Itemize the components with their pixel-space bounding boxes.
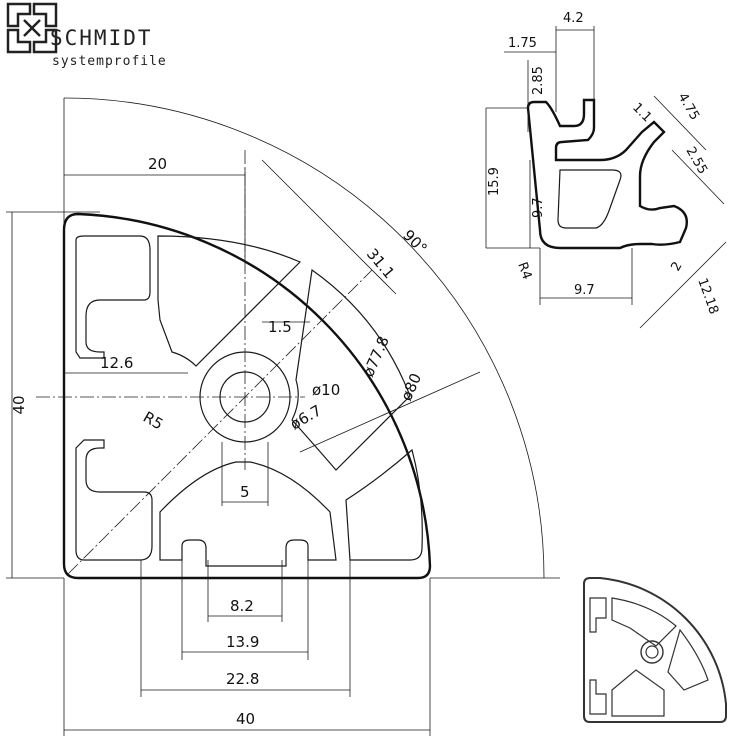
dim-13-9: 13.9 [226, 633, 259, 651]
profile-3d-preview [583, 577, 727, 723]
main-profile-view: 90° 20 40 31.1 1.5 12.6 [6, 97, 560, 736]
cavity-top-mid [157, 235, 302, 367]
slot-dim-15-9: 15.9 [487, 167, 502, 196]
slot-dim-line-12-18 [639, 241, 727, 329]
slot-dim-4-2: 4.2 [563, 11, 584, 26]
preview-cavity-top [611, 597, 677, 647]
preview-slot-left-top [589, 597, 607, 633]
logo-mark-icon [6, 2, 58, 54]
slot-dim-12-18: 12.18 [694, 276, 721, 316]
slot-ext-diag [671, 149, 725, 205]
cavity-top-left [75, 235, 151, 359]
preview-cavity-bottom [611, 669, 665, 717]
slot-dim-9-7-h: 9.7 [574, 283, 595, 298]
dim-40-vertical: 40 [10, 395, 28, 414]
dim-20: 20 [148, 155, 167, 173]
slot-dim-2: 2 [668, 259, 685, 274]
dim-line-31-1 [261, 159, 397, 295]
brand-tagline: systemprofile [52, 54, 167, 69]
slot-dim-1-75: 1.75 [508, 36, 537, 51]
slot-dim-4-75: 4.75 [675, 91, 702, 124]
dim-22-8: 22.8 [226, 670, 259, 688]
dim-8-2: 8.2 [230, 597, 254, 615]
angle-arc [63, 97, 545, 579]
slot-dim-2-85: 2.85 [531, 66, 546, 95]
slot-dim-1-1: 1.1 [629, 100, 654, 125]
slot-detail-cavity [557, 169, 622, 229]
cavity-bottom-left [75, 439, 153, 561]
preview-core [640, 640, 664, 664]
dim-line-dia [299, 371, 481, 453]
slot-dim-r4: R4 [514, 260, 534, 281]
preview-outer [583, 577, 727, 723]
dim-dia-77-8: ø77.8 [359, 333, 393, 379]
brand-name: SCHMIDT [50, 26, 153, 50]
dim-12-6: 12.6 [100, 354, 133, 372]
slot-dim-9-7-v: 9.7 [531, 197, 546, 218]
dim-31-1: 31.1 [363, 245, 398, 282]
dim-1-5: 1.5 [268, 318, 292, 336]
slot-detail-view: 4.2 1.75 2.85 1.1 4.75 2.55 15.9 9.7 R4 … [485, 11, 727, 329]
dim-40-horizontal: 40 [236, 710, 255, 728]
preview-slot-left-bottom [589, 679, 607, 715]
preview-cavity-right [667, 628, 709, 691]
schmidt-logo: SCHMIDT systemprofile [6, 2, 167, 69]
dim-core-dia: ø10 [312, 381, 340, 399]
cavity-bottom-right [345, 448, 423, 561]
slot-detail-outline [526, 98, 688, 250]
dim-angle: 90° [399, 226, 431, 258]
dim-web: 5 [240, 483, 250, 501]
slot-dim-line-4-75 [653, 95, 707, 151]
cavity-right-upper [291, 268, 411, 471]
centerline-diagonal [67, 269, 373, 575]
preview-bore [645, 645, 659, 659]
